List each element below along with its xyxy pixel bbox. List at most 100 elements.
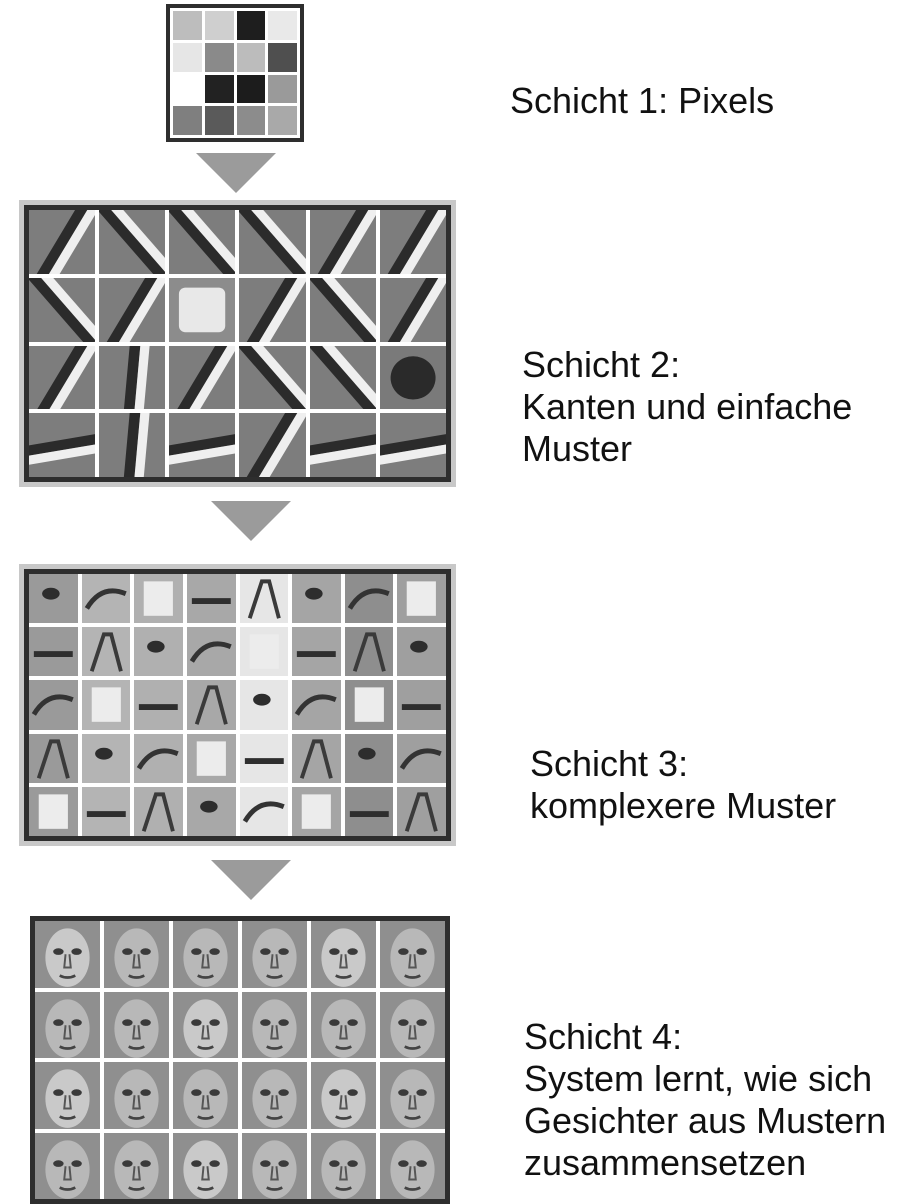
edge-filter-cell: [310, 210, 376, 274]
edge-filter-cell: [169, 413, 235, 477]
layer1-label: Schicht 1: Pixels: [510, 80, 774, 122]
feature-patch-cell: [187, 680, 236, 729]
face-cell: [242, 992, 307, 1059]
layer4-label: Schicht 4: System lernt, wie sich Gesich…: [524, 1016, 886, 1184]
feature-patch-cell: [187, 734, 236, 783]
feature-patch-cell: [29, 787, 78, 836]
feature-patch-cell: [292, 680, 341, 729]
face-cell: [35, 992, 100, 1059]
face-cell: [311, 992, 376, 1059]
feature-patch-cell: [345, 627, 394, 676]
pixel-cell: [268, 11, 297, 40]
edge-filter-cell: [239, 346, 305, 410]
face-cell: [104, 921, 169, 988]
feature-patch-cell: [292, 734, 341, 783]
face-cell: [173, 992, 238, 1059]
feature-patch-cell: [29, 734, 78, 783]
edge-filter-cell: [169, 210, 235, 274]
feature-patch-cell: [240, 574, 289, 623]
feature-patch-cell: [240, 680, 289, 729]
edge-filter-cell: [380, 346, 446, 410]
face-cell: [173, 1133, 238, 1200]
face-cell: [173, 921, 238, 988]
feature-patch-cell: [29, 627, 78, 676]
feature-patch-cell: [134, 574, 183, 623]
feature-patch-cell: [187, 627, 236, 676]
pixel-cell: [268, 75, 297, 104]
feature-patch-cell: [240, 787, 289, 836]
face-cell: [104, 1062, 169, 1129]
pixel-cell: [237, 106, 266, 135]
feature-patch-cell: [345, 574, 394, 623]
layer4-face-grid: [35, 921, 445, 1199]
face-cell: [173, 1062, 238, 1129]
edge-filter-cell: [99, 346, 165, 410]
feature-patch-cell: [292, 574, 341, 623]
pixel-cell: [237, 75, 266, 104]
pixel-cell: [205, 75, 234, 104]
face-cell: [311, 921, 376, 988]
face-cell: [242, 921, 307, 988]
layer4-face-panel: [30, 916, 450, 1204]
edge-filter-cell: [310, 413, 376, 477]
edge-filter-cell: [380, 210, 446, 274]
edge-filter-cell: [310, 278, 376, 342]
edge-filter-cell: [380, 278, 446, 342]
arrow-down-icon: [211, 860, 291, 900]
face-cell: [104, 992, 169, 1059]
feature-patch-cell: [29, 574, 78, 623]
face-cell: [380, 1133, 445, 1200]
pixel-cell: [237, 43, 266, 72]
pixel-cell: [173, 106, 202, 135]
feature-patch-cell: [397, 734, 446, 783]
feature-patch-cell: [397, 680, 446, 729]
face-cell: [242, 1133, 307, 1200]
feature-patch-cell: [292, 627, 341, 676]
pixel-grid: [170, 8, 300, 138]
pixel-cell: [173, 43, 202, 72]
edge-filter-cell: [310, 346, 376, 410]
feature-patch-cell: [240, 627, 289, 676]
pixel-cell: [173, 75, 202, 104]
face-cell: [35, 921, 100, 988]
face-cell: [380, 1062, 445, 1129]
feature-patch-cell: [397, 787, 446, 836]
feature-patch-cell: [345, 734, 394, 783]
layer3-feature-panel: [24, 569, 451, 841]
face-cell: [380, 992, 445, 1059]
edge-filter-cell: [29, 278, 95, 342]
pixel-cell: [268, 43, 297, 72]
feature-patch-cell: [134, 627, 183, 676]
feature-patch-cell: [29, 680, 78, 729]
edge-filter-cell: [29, 210, 95, 274]
feature-patch-cell: [82, 680, 131, 729]
face-cell: [35, 1133, 100, 1200]
edge-filter-cell: [29, 413, 95, 477]
feature-patch-cell: [82, 574, 131, 623]
face-cell: [242, 1062, 307, 1129]
feature-patch-cell: [397, 627, 446, 676]
feature-patch-cell: [187, 574, 236, 623]
face-cell: [104, 1133, 169, 1200]
edge-filter-cell: [239, 413, 305, 477]
feature-patch-cell: [82, 734, 131, 783]
arrow-down-icon: [196, 153, 276, 193]
edge-filter-cell: [99, 413, 165, 477]
layer3-feature-grid: [29, 574, 446, 836]
pixel-cell: [205, 43, 234, 72]
feature-patch-cell: [134, 734, 183, 783]
face-cell: [35, 1062, 100, 1129]
edge-filter-cell: [380, 413, 446, 477]
feature-patch-cell: [397, 574, 446, 623]
edge-filter-cell: [169, 346, 235, 410]
feature-patch-cell: [134, 787, 183, 836]
pixel-cell: [237, 11, 266, 40]
layer2-label: Schicht 2: Kanten und einfache Muster: [522, 344, 852, 470]
edge-filter-cell: [239, 210, 305, 274]
edge-filter-cell: [29, 346, 95, 410]
pixel-cell: [205, 11, 234, 40]
edge-filter-cell: [169, 278, 235, 342]
face-cell: [311, 1133, 376, 1200]
edge-filter-cell: [99, 278, 165, 342]
feature-patch-cell: [82, 627, 131, 676]
